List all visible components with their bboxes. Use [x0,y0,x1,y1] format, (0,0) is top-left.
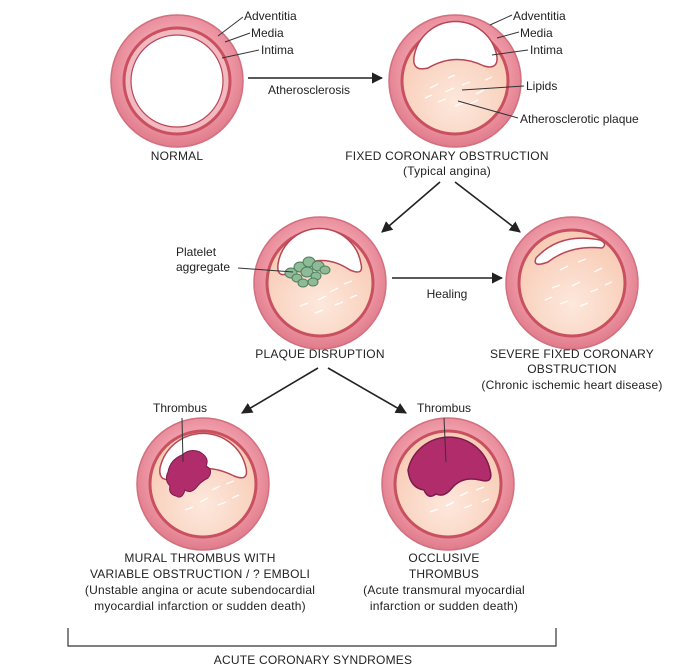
severe-artery [505,216,639,350]
label-atherosclerosis: Atherosclerosis [268,83,350,97]
occlusive-artery [381,417,515,551]
arrow-down-right-icon [454,181,521,233]
arrow-down-left-icon [381,181,441,233]
fixed-artery [388,14,522,148]
caption-occlusive: OCCLUSIVE [408,551,479,565]
mural-thrombus [165,450,212,498]
fixed-lumen [413,20,498,70]
disruption-lipid-streaks [299,280,358,314]
caption-fixed-sub: (Typical angina) [403,164,491,178]
caption-severe-3: (Chronic ischemic heart disease) [481,378,662,392]
caption-mural-2: VARIABLE OBSTRUCTION / ? EMBOLI [90,567,310,581]
label-platelet: Platelet [176,245,217,259]
label-mural-thrombus: Thrombus [153,401,207,415]
caption-acute-coronary-syndromes: ACUTE CORONARY SYNDROMES [214,653,412,667]
caption-disruption: PLAQUE DISRUPTION [255,347,384,361]
bracket-icon [67,628,557,647]
fixed-leader-lines [457,14,529,119]
leader-adventitia [217,16,244,37]
leader-fixed-media [496,31,520,39]
mural-artery [136,417,270,551]
label-media: Media [251,26,284,40]
label-adventitia: Adventitia [244,9,297,23]
normal-leader-lines [217,16,260,59]
leader-occlusive-thrombus [443,417,447,463]
caption-fixed: FIXED CORONARY OBSTRUCTION [345,149,548,163]
leader-plaque [457,100,519,119]
normal-lumen [130,34,224,128]
occlusive-lipid-streaks [429,486,490,513]
disruption-artery [253,216,387,350]
leader-media [224,32,251,43]
leader-fixed-adventitia [489,14,513,26]
platelet-aggregate [284,256,331,288]
leader-fixed-intima [491,49,529,56]
fixed-lipid-streaks [424,74,493,107]
leader-mural-thrombus [181,417,184,463]
caption-mural-3: (Unstable angina or acute subendocardial [85,583,315,597]
caption-normal: NORMAL [151,149,204,163]
label-healing: Healing [427,287,468,301]
severe-lumen [534,237,606,265]
leader-intima [221,49,260,59]
caption-severe: SEVERE FIXED CORONARY [490,347,654,361]
caption-occlusive-4: infarction or sudden death) [370,599,518,613]
occlusive-thrombus [407,436,492,497]
label-fixed-intima: Intima [530,43,563,57]
caption-severe-2: OBSTRUCTION [527,362,617,376]
mural-lipid-streaks [184,480,240,511]
label-occlusive-thrombus: Thrombus [417,401,471,415]
caption-mural: MURAL THROMBUS WITH [124,551,275,565]
caption-occlusive-2: THROMBUS [409,567,479,581]
severe-lipid-streaks [544,258,613,307]
label-lipids: Lipids [526,79,557,93]
leader-lipids [461,85,525,91]
normal-artery [110,14,244,148]
caption-mural-4: myocardial infarction or sudden death) [94,599,306,613]
label-fixed-adventitia: Adventitia [513,9,566,23]
label-aggregate: aggregate [176,260,230,274]
arrow-to-mural-icon [241,367,319,414]
label-intima: Intima [261,43,294,57]
leader-platelet [237,267,294,273]
label-atherosclerotic-plaque: Atherosclerotic plaque [520,112,639,126]
label-fixed-media: Media [520,26,553,40]
caption-occlusive-3: (Acute transmural myocardial [363,583,525,597]
arrow-to-occlusive-icon [327,367,407,414]
